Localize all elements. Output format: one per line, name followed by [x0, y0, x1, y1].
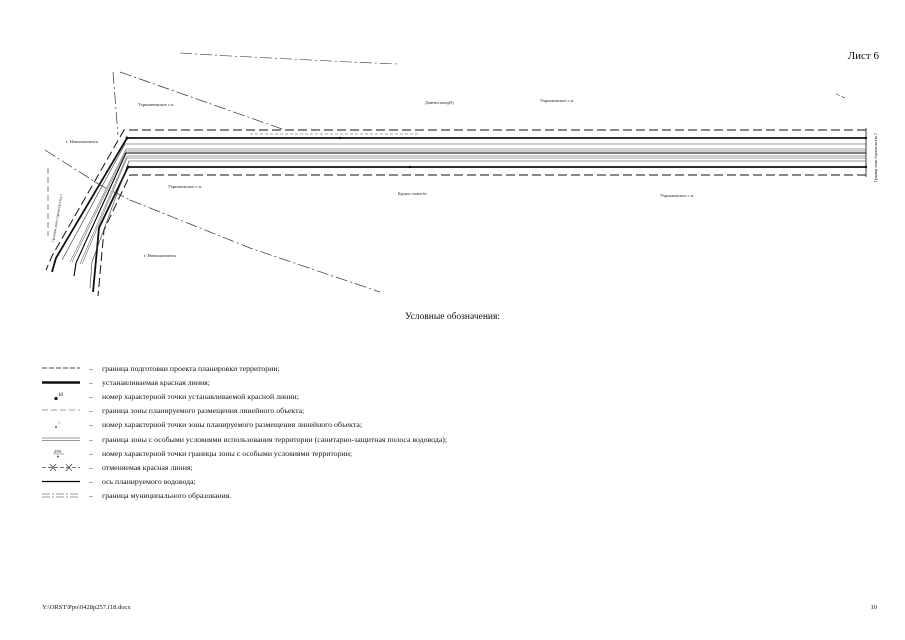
pipeline-axis — [73, 152, 866, 277]
legend-text: граница зоны планируемого размещения лин… — [102, 406, 305, 416]
municipal-boundary — [112, 71, 119, 136]
label-ukhr-mid: Ухрымежское с.п. — [168, 184, 202, 189]
legend-item: – устанавливаемая красная линия; — [42, 375, 447, 389]
symbol-red-line-point: 10 — [54, 393, 64, 401]
legend-dash: – — [89, 363, 93, 373]
symbol-number: 10 — [58, 393, 64, 398]
label-ukhr-right: Ухрымежское с.п. — [540, 98, 574, 103]
legend-text: номер характерной точки устанавливаемой … — [102, 391, 299, 401]
red-line-point — [864, 136, 868, 140]
legend-item: 259 – номер характерной точки границы зо… — [42, 446, 447, 460]
legend-item: – граница зоны с особыми условиями испол… — [42, 432, 447, 446]
label-vertical-right: Граница зоны строительства 2 — [874, 133, 878, 182]
boundary-planning-line — [45, 129, 866, 271]
label-vertical-left: Граница зоны строительства 1 — [51, 193, 63, 242]
symbol-zone-point: 5 — [55, 420, 60, 429]
municipal-boundary — [44, 149, 131, 201]
legend-text: устанавливаемая красная линия; — [102, 377, 210, 387]
legend-dash: – — [89, 391, 93, 401]
red-line — [92, 166, 866, 293]
legend-item: – отменяемая красная линия; — [42, 460, 447, 474]
legend-dash: – — [89, 477, 93, 487]
legend-text: отменяемая красная линия; — [102, 462, 193, 472]
symbol-pipeline-axis — [42, 480, 80, 483]
symbol-sanitary-zone — [42, 437, 80, 441]
red-line-point — [864, 165, 868, 169]
red-line — [51, 137, 866, 273]
legend-text: граница зоны с особыми условиями использ… — [102, 434, 448, 444]
boundary-planning-line — [97, 174, 866, 297]
municipal-boundary — [179, 52, 399, 65]
legend-dash: – — [89, 448, 93, 458]
label-town-bottom: г. Новошахтинск — [144, 253, 177, 258]
sanitary-zone-line — [79, 155, 866, 265]
symbol-zone-boundary — [42, 409, 80, 411]
symbol-cancelled-red-line — [42, 463, 80, 472]
legend-item: 10 – номер характерной точки устанавлива… — [42, 389, 447, 403]
legend-item: – граница зоны планируемого размещения л… — [42, 404, 447, 418]
legend-text: граница подготовки проекта планировки те… — [102, 363, 280, 373]
symbol-number: 5 — [58, 420, 60, 425]
red-line-point — [338, 136, 342, 140]
legend-text: номер характерной точки границы зоны с о… — [102, 448, 353, 458]
municipal-boundary — [129, 199, 381, 293]
legend-text: ось планируемого водовода; — [102, 477, 196, 487]
legend-dash: – — [89, 377, 93, 387]
label-green: Кредно отмен.бо — [398, 191, 427, 196]
legend: – граница подготовки проекта планировки … — [42, 361, 447, 503]
legend-text: граница муниципального образования. — [102, 491, 232, 501]
red-line-point — [125, 136, 129, 140]
sheet-number: Лист 6 — [847, 50, 879, 62]
symbol-red-line — [42, 381, 80, 384]
symbol-municipal-boundary — [42, 493, 80, 498]
legend-dash: – — [89, 420, 93, 430]
symbol-sanitary-point: 259 — [53, 449, 64, 458]
zone-boundary-line — [89, 160, 866, 289]
legend-item: – граница муниципального образования. — [42, 489, 447, 503]
legend-dash: – — [89, 491, 93, 501]
legend-dash: – — [89, 434, 93, 444]
legend-dash: – — [89, 406, 93, 416]
legend-text: номер характерной точки зоны планируемог… — [102, 420, 362, 430]
sanitary-zone-line — [69, 148, 866, 263]
legend-item: 5 – номер характерной точки зоны планиру… — [42, 418, 447, 432]
municipal-boundary — [119, 71, 286, 131]
red-line-point — [408, 165, 412, 169]
label-ukhr-top: Ухрымнежское с.п. — [138, 102, 175, 107]
legend-item: – ось планируемого водовода; — [42, 475, 447, 489]
planning-map: Ухрымнежское с.п. Доменм назад(б) Ухрыме… — [44, 52, 878, 297]
sanitary-zone-line — [81, 157, 866, 265]
footer-page-number: 10 — [870, 604, 878, 611]
footer-file-path: Y:\ORST\Ppo\0428p257.f18.docx — [42, 604, 131, 611]
symbol-planning-boundary — [42, 367, 80, 368]
symbol-number: 259 — [54, 449, 62, 454]
legend-item: – граница подготовки проекта планировки … — [42, 361, 447, 375]
label-ukhr-lower-right: Ухрымежское с.п. — [660, 193, 694, 198]
label-town-left: г. Новошахтинск — [66, 139, 99, 144]
red-line-point — [126, 165, 130, 169]
sanitary-zone-line — [71, 150, 866, 263]
label-zone: Доменм назад(б) — [425, 100, 454, 105]
legend-title: Условные обозначения: — [404, 312, 500, 322]
municipal-boundary — [835, 93, 846, 99]
legend-dash: – — [89, 462, 93, 472]
zone-boundary-line — [61, 143, 866, 261]
